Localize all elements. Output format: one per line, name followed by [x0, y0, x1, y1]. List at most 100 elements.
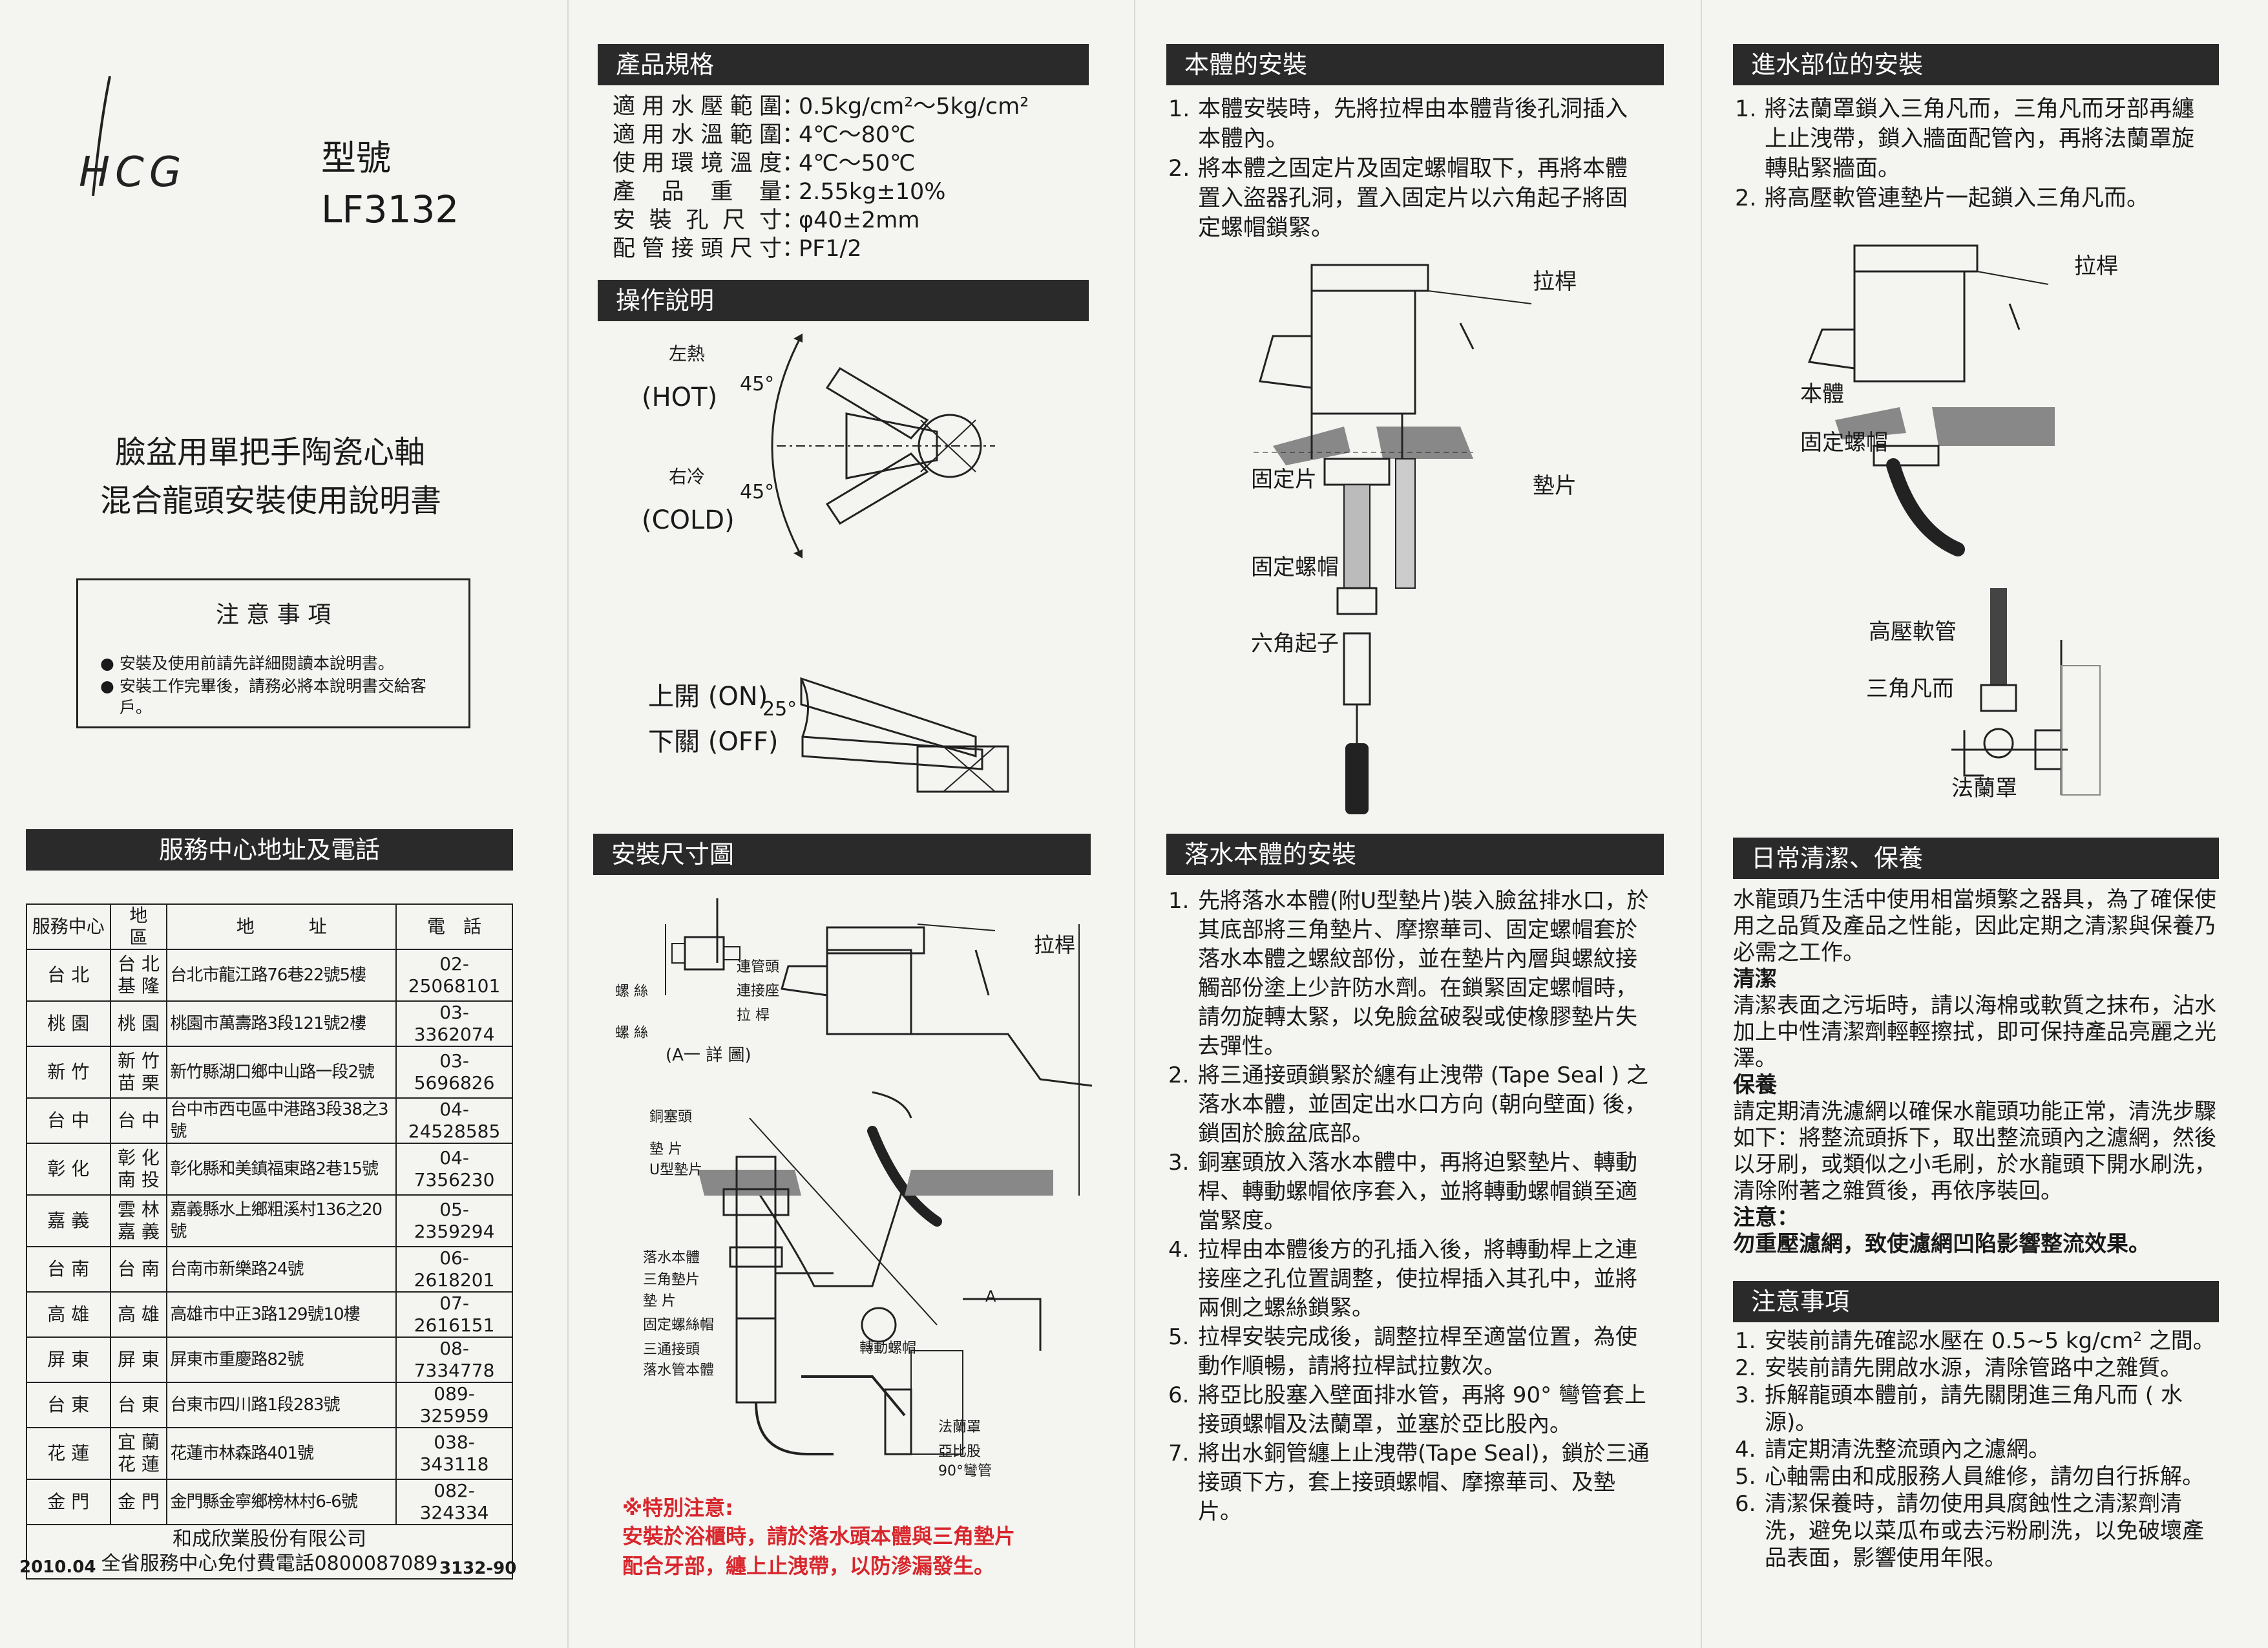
- table-header: 服務中心 地 區 地 址 電 話: [26, 903, 513, 950]
- item-number: 6.: [1168, 1382, 1190, 1408]
- column-header: 電 話: [395, 903, 513, 950]
- brand-logo: HCG: [79, 76, 195, 199]
- care-section: 水龍頭乃生活中使用相當頻繁之器具，為了確保使用之品質及產品之性能，因此定期之清潔…: [1733, 887, 2219, 1258]
- item-number: 4.: [1168, 1237, 1190, 1263]
- angle-label: 45°: [740, 481, 775, 503]
- dimension-label: A: [985, 1287, 996, 1305]
- region-cell: 新 竹苗 栗: [109, 1046, 168, 1099]
- flange-label: 法蘭罩: [1951, 776, 2017, 801]
- item-number: 3.: [1735, 1382, 1756, 1408]
- angle-label: 25°: [762, 698, 797, 721]
- list-item: 1.安裝前請先確認水壓在 0.5~5 kg/cm² 之間。: [1735, 1327, 2221, 1355]
- address-cell: 花蓮市林森路401號: [166, 1427, 397, 1480]
- list-item: 4.拉桿由本體後方的孔插入後，將轉動桿上之連接座之孔位置調整，使拉桿插入其孔中，…: [1168, 1236, 1655, 1323]
- region-name: 嘉 義: [117, 1221, 160, 1242]
- item-number: 5.: [1735, 1464, 1756, 1490]
- notice-title: 注 意 事 項: [215, 602, 331, 628]
- inlet-install-diagram: [1807, 244, 2101, 796]
- region-name: 屏 東: [117, 1349, 160, 1370]
- inlet-install-steps: 1. 將法蘭罩鎖入三角凡而，三角凡而牙部再纏上止洩帶，鎖入牆面配管內，再將法蘭罩旋…: [1735, 94, 2213, 213]
- note-text: 勿重壓濾網，致使濾網凹陷影響整流效果。: [1733, 1231, 2150, 1257]
- fixing-plate-label: 固定片: [1251, 467, 1317, 492]
- region-name: 基 隆: [117, 975, 160, 997]
- notice-item: ●安裝及使用前請先詳細閱讀本說明書。: [100, 654, 394, 673]
- drain-install-steps: 1.先將落水本體(附U型墊片)裝入臉盆排水口，於其底部將三角墊片、摩擦華司、固定…: [1168, 887, 1655, 1527]
- phone-cell: 082-324334: [395, 1479, 513, 1525]
- spec-key: 產品重量: [613, 179, 782, 205]
- item-number: 6.: [1735, 1491, 1756, 1517]
- table-footer: 和成欣業股份有限公司 全省服務中心免付費電話0800087089: [26, 1524, 513, 1579]
- cold-label-en: (COLD): [642, 505, 735, 535]
- center-cell: 新 竹: [26, 1046, 111, 1099]
- item-text: 請定期清洗整流頭內之濾網。: [1765, 1437, 2050, 1463]
- fold-line: [567, 0, 569, 1648]
- body-install-steps: 1.本體安裝時，先將拉桿由本體背後孔洞插入本體內。2.將本體之固定片及固定螺帽取…: [1168, 94, 1646, 243]
- dimension-label: 法蘭罩: [938, 1419, 982, 1435]
- spec-key: 配管接頭尺寸: [613, 236, 782, 262]
- list-item: 2.將本體之固定片及固定螺帽取下，再將本體置入盜器孔洞，置入固定片以六角起子將固…: [1168, 154, 1646, 243]
- item-number: 1.: [1168, 888, 1190, 914]
- clean-text: 清潔表面之污垢時，請以海棉或軟質之抹布，沾水加上中性清潔劑輕輕擦拭，即可保持產品…: [1733, 993, 2216, 1072]
- address-cell: 金門縣金寧鄉榜林村6-6號: [166, 1479, 397, 1525]
- region-name: 台 南: [117, 1258, 160, 1280]
- dimension-label: 90°彎管: [938, 1463, 992, 1479]
- dimension-diagram: [665, 898, 1093, 1455]
- list-item: 1.先將落水本體(附U型墊片)裝入臉盆排水口，於其底部將三角墊片、摩擦華司、固定…: [1168, 887, 1655, 1061]
- angle-label: 45°: [740, 373, 775, 396]
- item-text: 將法蘭罩鎖入三角凡而，三角凡而牙部再纏上止洩帶，鎖入牆面配管內，再將法蘭罩旋轉貼…: [1765, 96, 2195, 182]
- dimension-label: 三角墊片: [643, 1272, 700, 1288]
- spec-value: 4℃～80℃: [799, 122, 916, 148]
- spec-colon: ：: [782, 122, 805, 148]
- center-cell: 台 中: [26, 1097, 111, 1144]
- item-text: 將出水銅管纏上止洩帶(Tape Seal)，鎖於三通接頭下方，套上接頭螺帽、摩擦…: [1198, 1441, 1650, 1525]
- phone-cell: 02-25068101: [395, 949, 513, 1002]
- list-item: 2.將三通接頭鎖緊於纏有止洩帶 (Tape Seal ) 之落水本體，並固定出水…: [1168, 1061, 1655, 1148]
- item-text: 將本體之固定片及固定螺帽取下，再將本體置入盜器孔洞，置入固定片以六角起子將固定螺…: [1198, 156, 1628, 241]
- operation-diagram-ud: [800, 677, 1009, 793]
- caution-list: 1.安裝前請先確認水壓在 0.5~5 kg/cm² 之間。2.安裝前請先開啟水源…: [1735, 1327, 2221, 1572]
- dimension-header: 安裝尺寸圖: [593, 834, 1091, 875]
- spec-colon: ：: [782, 179, 805, 205]
- center-cell: 台 北: [26, 949, 111, 1002]
- dimension-label: 墊 片: [649, 1141, 682, 1157]
- dimension-label: 落水管本體: [643, 1362, 715, 1379]
- region-name: 桃 園: [117, 1013, 160, 1034]
- item-text: 本體安裝時，先將拉桿由本體背後孔洞插入本體內。: [1198, 96, 1628, 152]
- spec-value: 0.5kg/cm²～5kg/cm²: [799, 94, 1029, 120]
- phone-cell: 07-2616151: [395, 1291, 513, 1338]
- operation-diagram-lr: [771, 333, 995, 558]
- body-install-diagram: [1254, 264, 1532, 814]
- item-text: 將三通接頭鎖緊於纏有止洩帶 (Tape Seal ) 之落水本體，並固定出水口方…: [1198, 1062, 1649, 1146]
- list-item: 3. 拆解龍頭本體前，請先關閉進三角凡而 ( 水源)。: [1735, 1382, 2221, 1436]
- doc-code: 3132-90: [439, 1559, 517, 1578]
- doc-title-line2: 混合龍頭安裝使用說明書: [100, 483, 442, 519]
- dimension-label: U型墊片: [649, 1162, 703, 1178]
- region-name: 花 蓮: [117, 1453, 160, 1475]
- address-cell: 彰化縣和美鎮福東路2巷15號: [166, 1143, 397, 1196]
- list-item: 6.將亞比股塞入壁面排水管，再將 90° 彎管套上接頭螺帽及法蘭罩，並塞於亞比股…: [1168, 1381, 1655, 1439]
- region-name: 新 竹: [117, 1050, 160, 1072]
- item-number: 1.: [1735, 96, 1757, 122]
- spec-value: PF1/2: [799, 236, 862, 262]
- item-text: 拆解龍頭本體前，請先關閉進三角凡而 ( 水源)。: [1765, 1382, 2183, 1435]
- phone-cell: 05-2359294: [395, 1194, 513, 1247]
- item-number: 3.: [1168, 1150, 1190, 1176]
- column-header: 地 區: [109, 903, 168, 950]
- phone-cell: 04-24528585: [395, 1097, 513, 1144]
- region-name: 台 東: [117, 1394, 160, 1415]
- center-cell: 桃 園: [26, 1000, 111, 1047]
- bullet-icon: ●: [100, 677, 114, 695]
- spec-row: 配管接頭尺寸：PF1/2: [613, 235, 1065, 263]
- care-header: 日常清潔、保養: [1733, 838, 2219, 879]
- service-header: 服務中心地址及電話: [26, 829, 513, 871]
- company-name: 和成欣業股份有限公司: [173, 1528, 366, 1550]
- phone-cell: 06-2618201: [395, 1246, 513, 1293]
- spec-header: 產品規格: [598, 44, 1089, 85]
- item-text: 清潔保養時，請勿使用具腐蝕性之清潔劑清洗，避免以菜瓜布或去污粉刷洗，以免破壞產品…: [1765, 1491, 2204, 1571]
- item-text: 安裝前請先開啟水源，清除管路中之雜質。: [1765, 1355, 2182, 1381]
- item-number: 4.: [1735, 1437, 1756, 1463]
